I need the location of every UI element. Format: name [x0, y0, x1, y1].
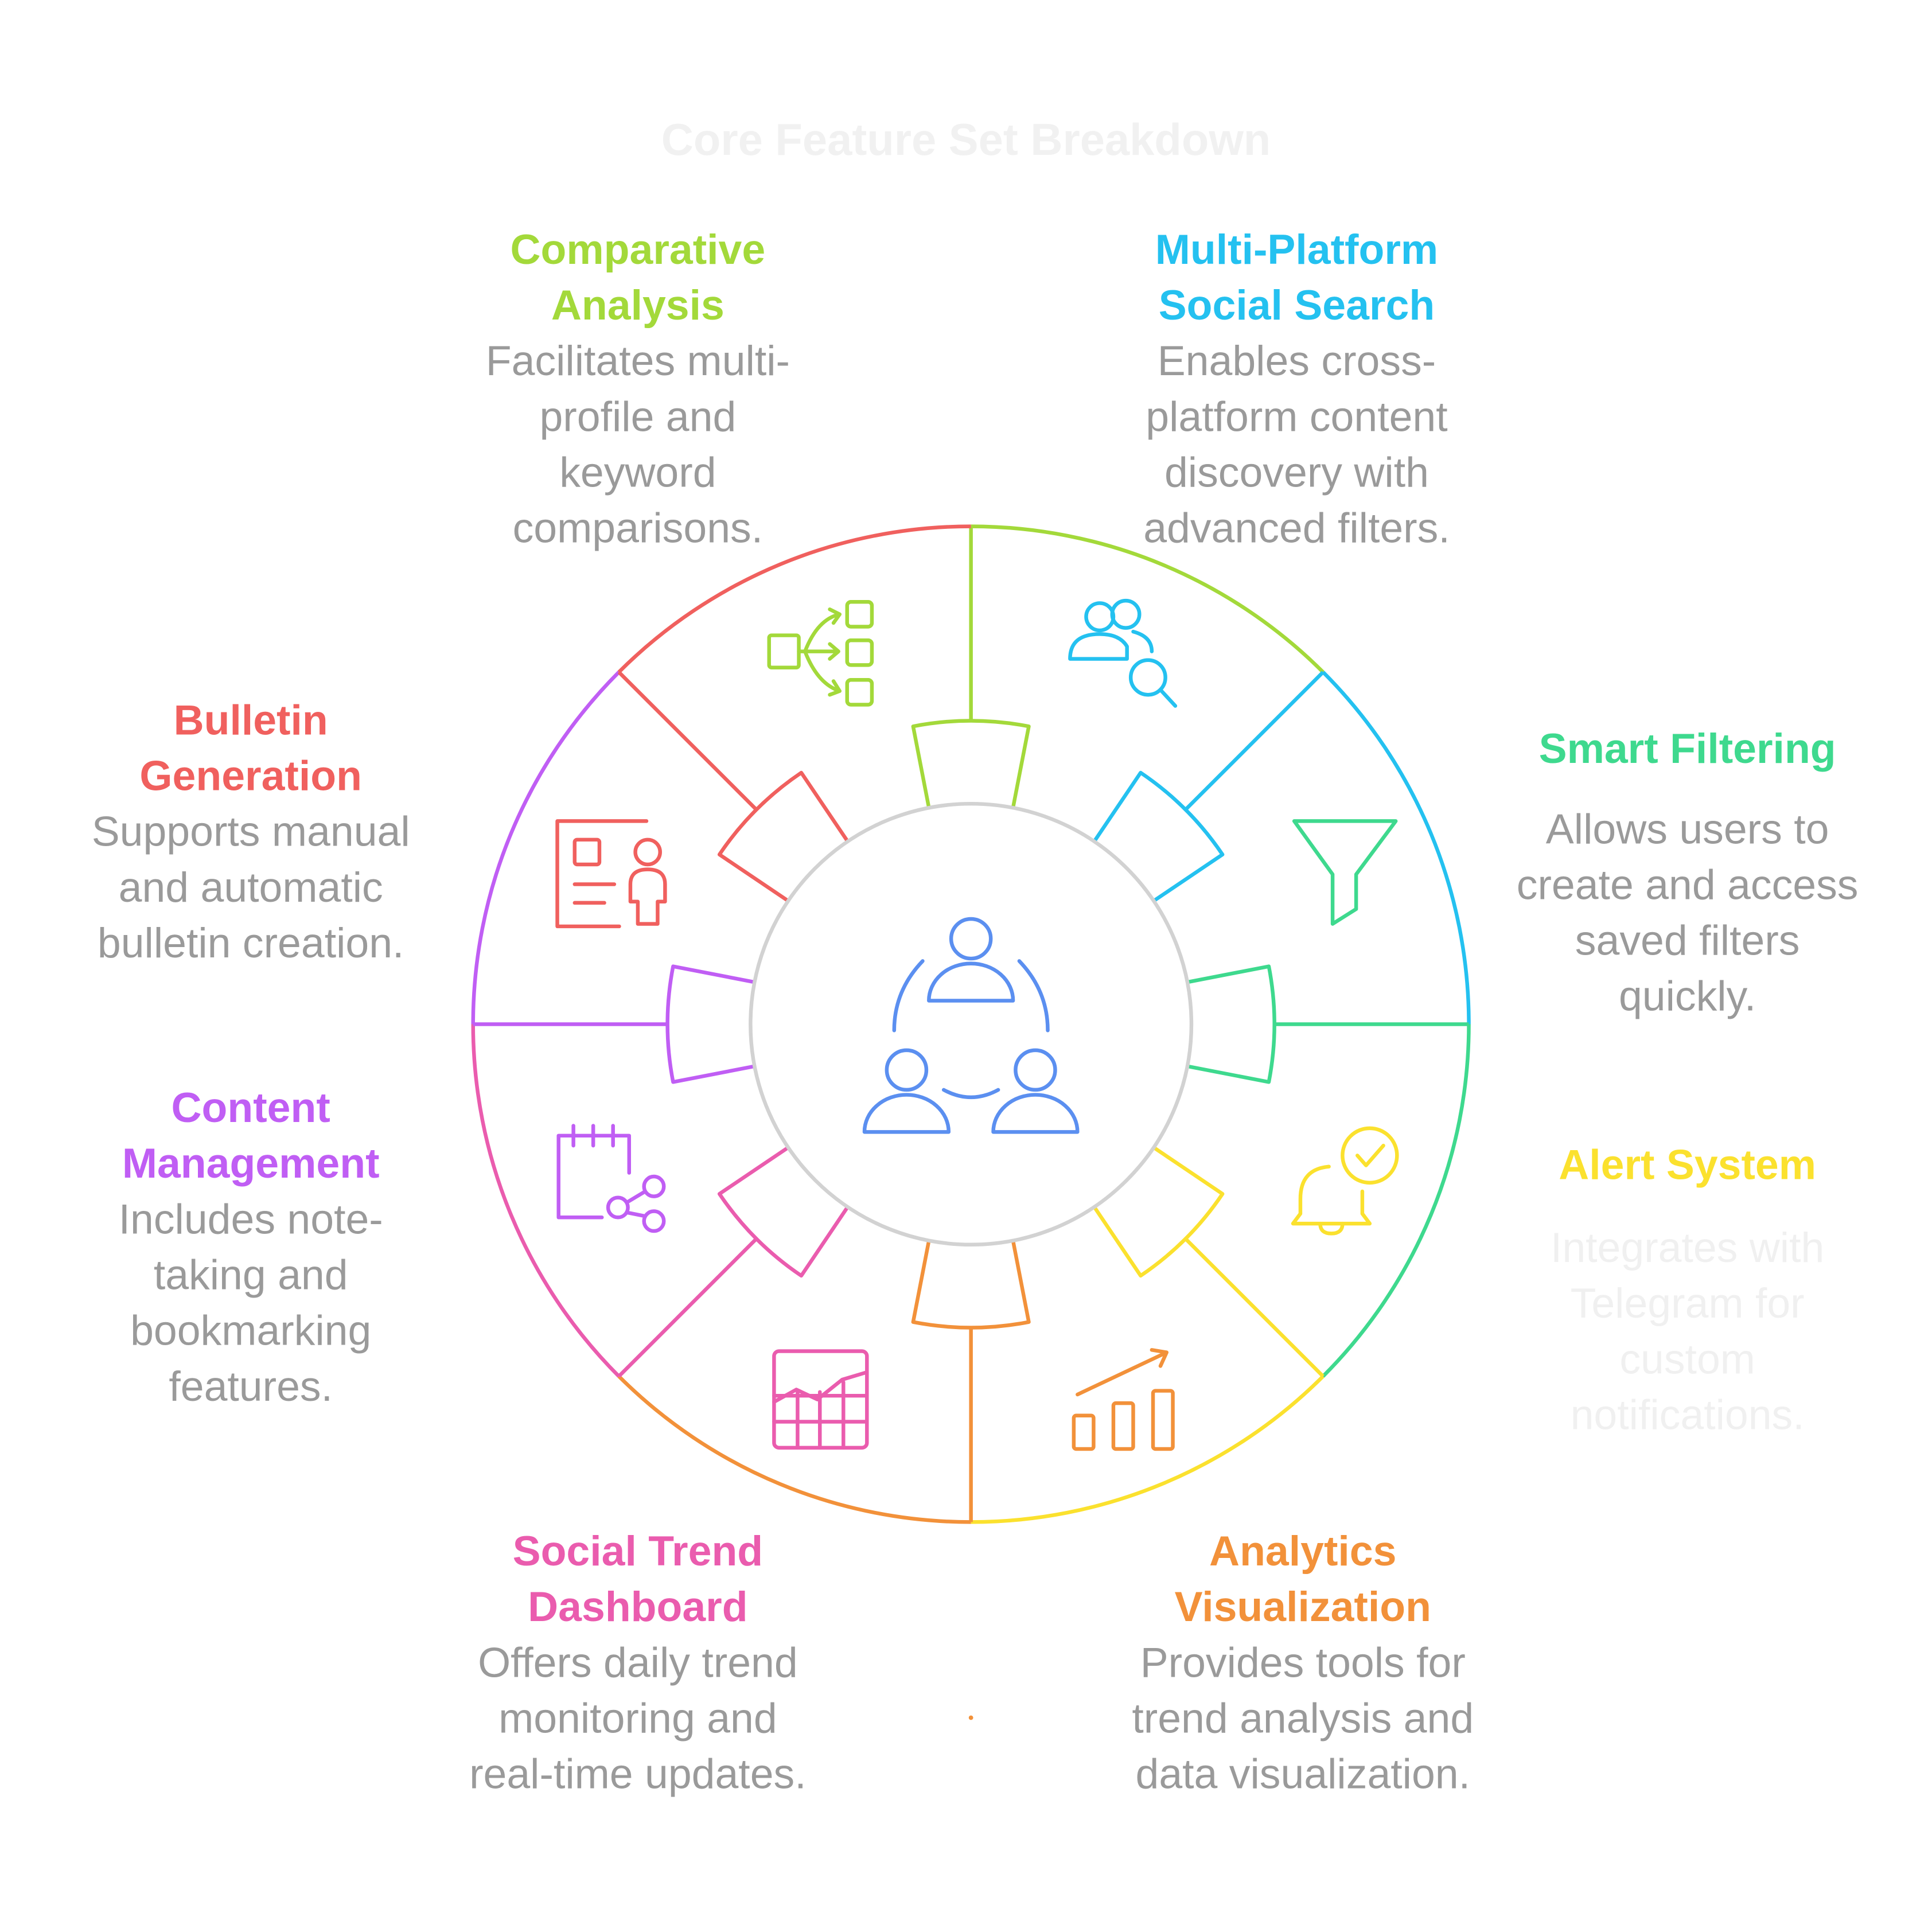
feature-title: Analytics Visualization — [1174, 1528, 1431, 1631]
wheel-spoke — [617, 671, 758, 811]
feature-description: Supports manual and automatic bulletin c… — [91, 808, 410, 968]
wheel-tab — [1179, 964, 1276, 1084]
feature-content-management: Content Management Includes note- taking… — [37, 1081, 465, 1416]
wheel-tab — [911, 1233, 1031, 1330]
feature-title: Comparative Analysis — [510, 227, 766, 330]
feature-alert-system: Alert System Integrates with Telegram fo… — [1474, 1138, 1901, 1444]
feature-title: Content Management — [122, 1085, 380, 1188]
users-search-icon — [1068, 598, 1178, 708]
feature-title: Smart Filtering — [1538, 726, 1836, 773]
wheel-arc-segment — [471, 671, 621, 1024]
wheel-spoke — [617, 1237, 758, 1378]
feature-title: Multi-Platform Social Search — [1155, 227, 1439, 330]
bar-chart-trend-icon — [1072, 1348, 1175, 1451]
dashboard-chart-icon — [772, 1349, 869, 1450]
wheel-arc-segment — [1322, 671, 1471, 1024]
document-person-icon — [555, 819, 667, 929]
team-network-icon — [862, 917, 1080, 1134]
calendar-share-icon — [556, 1124, 666, 1233]
feature-social-trend-dashboard: Social Trend Dashboard Offers daily tren… — [408, 1525, 867, 1803]
feature-multi-platform-search: Multi-Platform Social Search Enables cro… — [1068, 223, 1526, 558]
wheel-arc-segment — [1322, 1024, 1471, 1378]
flowchart-icon — [767, 600, 874, 707]
feature-smart-filtering: Smart Filtering Allows users to create a… — [1474, 722, 1901, 1026]
wheel-arc-segment — [971, 1375, 1325, 1524]
feature-description: Integrates with Telegram for custom noti… — [1550, 1225, 1825, 1439]
feature-title: Social Trend Dashboard — [512, 1528, 764, 1631]
feature-analytics-visualization: Analytics Visualization Provides tools f… — [1074, 1525, 1532, 1803]
feature-description: Facilitates multi- profile and keyword c… — [485, 338, 790, 552]
wheel-arc-segment — [617, 524, 971, 673]
wheel-spoke — [1184, 1237, 1325, 1378]
decorative-dot — [968, 1715, 973, 1720]
diagram-title: Core Feature Set Breakdown — [661, 114, 1271, 165]
wheel-arc-segment — [617, 1375, 971, 1524]
feature-description: Offers daily trend monitoring and real-t… — [469, 1639, 807, 1798]
feature-description: Allows users to create and access saved … — [1516, 806, 1859, 1021]
feature-comparative-analysis: Comparative Analysis Facilitates multi- … — [408, 223, 867, 558]
wheel-arc-segment — [471, 1024, 621, 1378]
bell-check-icon — [1291, 1126, 1399, 1236]
wheel-tab — [665, 964, 762, 1084]
feature-description: Enables cross- platform content discover… — [1143, 338, 1450, 552]
feature-description: Includes note- taking and bookmarking fe… — [118, 1196, 383, 1411]
center-hub — [749, 801, 1194, 1247]
wheel-spoke — [1184, 671, 1325, 811]
feature-bulletin-generation: Bulletin Generation Supports manual and … — [37, 694, 465, 972]
wheel-tab — [911, 719, 1031, 816]
wheel-arc-segment — [971, 524, 1325, 673]
feature-title: Alert System — [1559, 1142, 1817, 1189]
feature-description: Provides tools for trend analysis and da… — [1132, 1639, 1474, 1798]
feature-title: Bulletin Generation — [139, 697, 362, 800]
funnel-icon — [1292, 819, 1398, 926]
